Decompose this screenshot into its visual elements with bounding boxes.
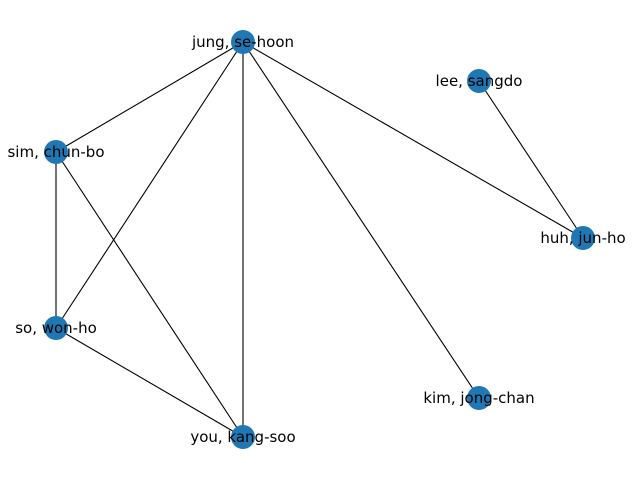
edge-jung-kim (242, 41, 480, 399)
node-label-huh: huh, jun-ho (540, 229, 625, 247)
node-jung[interactable] (231, 30, 255, 54)
node-so[interactable] (44, 316, 68, 340)
edge-jung-huh (242, 41, 584, 239)
node-label-kim: kim, jong-chan (423, 389, 534, 407)
node-kim[interactable] (467, 386, 491, 410)
node-label-lee: lee, sangdo (436, 72, 523, 90)
node-you[interactable] (231, 425, 255, 449)
edge-sim-you (55, 151, 244, 438)
node-label-sim: sim, chun-bo (7, 143, 104, 161)
node-label-so: so, won-ho (15, 319, 97, 337)
edge-so-you (55, 327, 244, 438)
node-sim[interactable] (44, 140, 68, 164)
edge-jung-so (55, 41, 244, 329)
node-label-jung: jung, se-hoon (191, 33, 294, 51)
node-label-you: you, kang-soo (190, 428, 295, 446)
edges-layer (55, 41, 584, 438)
node-lee[interactable] (467, 69, 491, 93)
edge-lee-huh (478, 80, 584, 239)
labels-layer: jung, se-hoon lee, sangdo sim, chun-bo huh,… (7, 33, 625, 446)
node-huh[interactable] (571, 226, 595, 250)
edge-jung-sim (55, 41, 244, 153)
nodes-layer (44, 30, 595, 449)
